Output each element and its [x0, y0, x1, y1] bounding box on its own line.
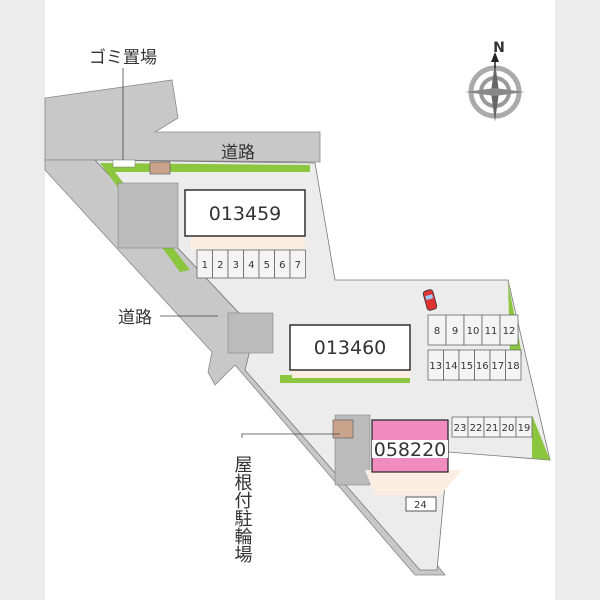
parking-space [515, 416, 533, 438]
building-label: 013460 [314, 337, 387, 359]
parking-space-number: 18 [507, 361, 520, 372]
parking-space-number: 3 [233, 260, 239, 271]
green-strip [280, 375, 410, 383]
bike-parking-label: 屋根付駐輪場 [232, 455, 253, 564]
parking-row-8-12: 8 9 10 11 12 [427, 314, 519, 346]
parking-space-number: 4 [248, 260, 254, 271]
parking-space-number: 11 [485, 326, 498, 337]
left-margin [0, 0, 45, 600]
parking-space [505, 349, 522, 381]
garbage-box [332, 419, 354, 439]
parking-space [289, 249, 306, 279]
parking-space-number: 20 [502, 423, 515, 434]
building-terrace [190, 235, 305, 249]
tiled-area [117, 182, 179, 249]
parking-space-number: 16 [476, 361, 489, 372]
road-left-label: 道路 [118, 308, 152, 328]
parking-space-number: 7 [295, 260, 301, 271]
parking-space-number: 5 [264, 260, 270, 271]
road-top-label: 道路 [221, 143, 255, 163]
building-label: 058220 [374, 439, 447, 461]
parking-space-number: 10 [467, 326, 480, 337]
road-top [44, 79, 321, 163]
bike-slot-label: 24 [414, 500, 427, 511]
parking-space-number: 14 [445, 361, 458, 372]
building-label-bg [372, 440, 448, 458]
leader-line [241, 433, 340, 438]
bike-slot [405, 496, 437, 512]
parking-space-number: 6 [279, 260, 285, 271]
parking-space-number: 13 [429, 361, 442, 372]
building-013460 [289, 324, 411, 371]
green-strip [532, 415, 550, 460]
parking-space-number: 15 [460, 361, 473, 372]
garbage-area [112, 159, 136, 168]
garbage-box [149, 161, 171, 175]
building-terrace [365, 470, 462, 495]
building-terrace [292, 368, 410, 378]
parking-space-number: 12 [503, 326, 516, 337]
building-label: 013459 [209, 203, 282, 225]
garbage-label: ゴミ置場 [89, 47, 157, 68]
parking-space [499, 314, 519, 346]
car-icon [422, 289, 438, 311]
parking-space-number: 22 [470, 423, 483, 434]
parking-space-number: 17 [491, 361, 504, 372]
compass-icon [465, 52, 525, 122]
parking-space-number: 23 [454, 423, 467, 434]
parking-space-number: 19 [518, 423, 531, 434]
parking-space-number: 9 [452, 326, 458, 337]
building-013459 [184, 189, 306, 237]
tiled-area [227, 312, 274, 354]
parking-space-number: 2 [217, 260, 223, 271]
right-margin [555, 0, 600, 600]
parking-space-number: 21 [486, 423, 499, 434]
parking-space-number: 1 [202, 260, 208, 271]
compass-north-label: N [493, 40, 505, 56]
parking-space-number: 8 [434, 326, 440, 337]
